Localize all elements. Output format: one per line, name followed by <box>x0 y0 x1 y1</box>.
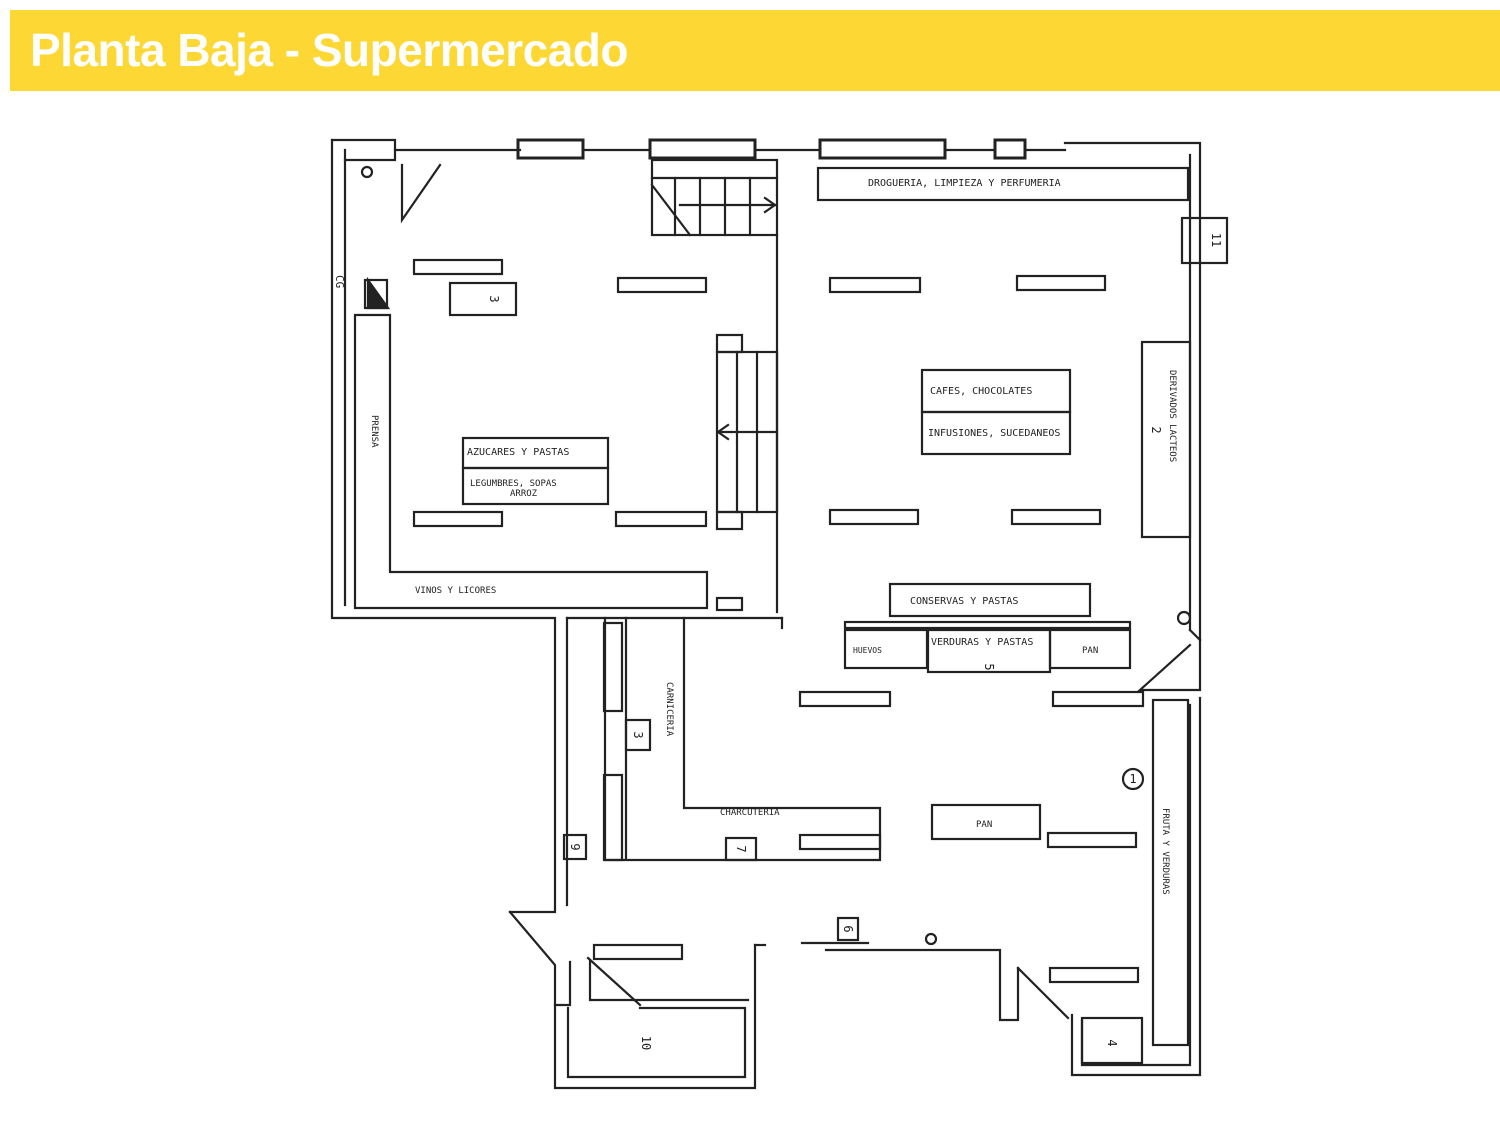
label-verduras-pastas: VERDURAS Y PASTAS <box>931 637 1033 648</box>
number-10: 10 <box>639 1036 653 1050</box>
number-6: 6 <box>841 925 855 932</box>
label-infusiones: INFUSIONES, SUCEDANEOS <box>928 428 1060 439</box>
page-title: Planta Baja - Supermercado <box>30 24 628 76</box>
label-legumbres-1: LEGUMBRES, SOPAS <box>470 479 557 489</box>
number-5: 5 <box>982 663 996 670</box>
number-4: 4 <box>1105 1039 1119 1046</box>
label-drogueria: DROGUERIA, LIMPIEZA Y PERFUMERIA <box>868 178 1061 189</box>
number-9: 9 <box>568 843 582 850</box>
label-cafes: CAFES, CHOCOLATES <box>930 386 1032 397</box>
label-charcuteria: CHARCUTERIA <box>720 808 780 818</box>
windows <box>516 138 1027 160</box>
label-vinos: VINOS Y LICORES <box>415 586 496 596</box>
label-fruta: FRUTA Y VERDURAS <box>1160 808 1170 895</box>
number-11: 11 <box>1209 233 1223 247</box>
shelves <box>412 258 1145 984</box>
label-carniceria: CARNICERIA <box>664 682 674 737</box>
title-banner: Planta Baja - Supermercado <box>10 10 1500 91</box>
label-pan-mid: PAN <box>976 820 992 830</box>
label-derivados: DERIVADOS LACTEOS <box>1167 370 1177 462</box>
label-cg: CG <box>333 275 346 288</box>
number-3-upper: 3 <box>487 295 501 302</box>
label-prensa: PRENSA <box>369 415 379 448</box>
number-7: 7 <box>734 845 748 852</box>
outer-walls <box>330 138 1202 914</box>
number-2: 2 <box>1149 426 1163 433</box>
label-conservas: CONSERVAS Y PASTAS <box>910 596 1018 607</box>
label-huevos: HUEVOS <box>853 646 882 655</box>
label-pan-top: PAN <box>1082 646 1098 656</box>
number-3-lower: 3 <box>631 731 645 738</box>
label-legumbres-2: ARROZ <box>510 489 538 499</box>
number-1: 1 <box>1129 772 1136 786</box>
label-azucares: AZUCARES Y PASTAS <box>467 447 569 458</box>
